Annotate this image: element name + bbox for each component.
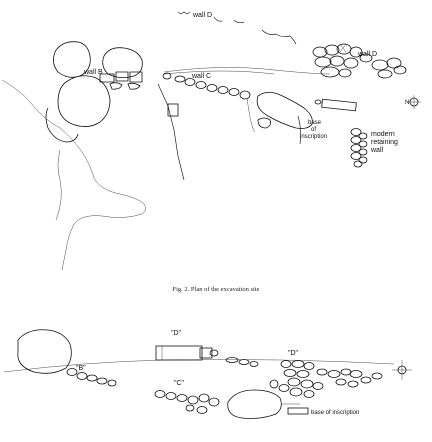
- bedrock-contour: [1, 79, 146, 271]
- figure-caption: Fig. 2. Plan of the excavation site: [172, 286, 260, 293]
- section-rock-left: [17, 329, 72, 374]
- wall-d-right-label: wall D: [357, 51, 377, 58]
- survey-line-mid: [246, 97, 256, 133]
- svg-text:N: N: [405, 100, 409, 106]
- base-of-inscription-line1: base: [308, 120, 322, 126]
- bedrock-rock-upper: [57, 75, 111, 127]
- survey-line-right: [297, 115, 302, 145]
- section-inscription-marker: [282, 403, 309, 415]
- section-base-block: [227, 389, 282, 419]
- section-wall-d-right-label: "D": [288, 350, 299, 357]
- inscription-fragment: [257, 117, 271, 129]
- wall-c-stones: [162, 72, 251, 100]
- north-arrow-icon: N: [405, 95, 421, 109]
- section-wall-b-stones: [66, 368, 117, 387]
- section-small-stone: [269, 379, 279, 389]
- modern-retaining-wall-line3: wall: [370, 147, 384, 154]
- north-arrow-icon: [392, 360, 412, 380]
- wall-d-right-stones: [312, 43, 407, 79]
- modern-retaining-wall-line2: retaining: [371, 139, 398, 146]
- base-of-inscription-line3: inscription: [300, 134, 327, 140]
- survey-line-left: [157, 83, 185, 181]
- section-wall-d-label: "D": [171, 330, 182, 337]
- inscription-slab: [321, 98, 357, 112]
- section-wall-c-label: "C": [174, 380, 185, 387]
- modern-retaining-wall-line1: modern: [371, 131, 395, 138]
- section-wall-d-block: [155, 345, 219, 361]
- traverse-line: [163, 67, 331, 75]
- bedrock-rock-lower: [45, 107, 79, 143]
- inscription-marker: [314, 99, 322, 105]
- section-wall-b-label: "B": [76, 365, 86, 372]
- wall-c-label: wall C: [191, 73, 211, 80]
- bedrock-contour-2: [55, 149, 62, 221]
- section-wall-d-right-stones: [278, 360, 328, 398]
- section-mid-stones: [225, 357, 259, 367]
- wall-d-top-stones: [177, 11, 297, 45]
- section-right-stones: [327, 368, 383, 388]
- wall-d-top-label: wall D: [192, 12, 212, 19]
- base-of-inscription-block: [256, 92, 313, 129]
- section-base-of-inscription-label: base of inscription: [311, 410, 359, 416]
- base-of-inscription-line2: of: [311, 127, 316, 133]
- small-feature-box: [167, 103, 179, 117]
- wall-b-stones: [53, 41, 143, 90]
- wall-b-label: wall B: [83, 69, 103, 76]
- section-wall-c-stones: [154, 390, 220, 414]
- modern-retaining-wall-stones: [350, 128, 368, 168]
